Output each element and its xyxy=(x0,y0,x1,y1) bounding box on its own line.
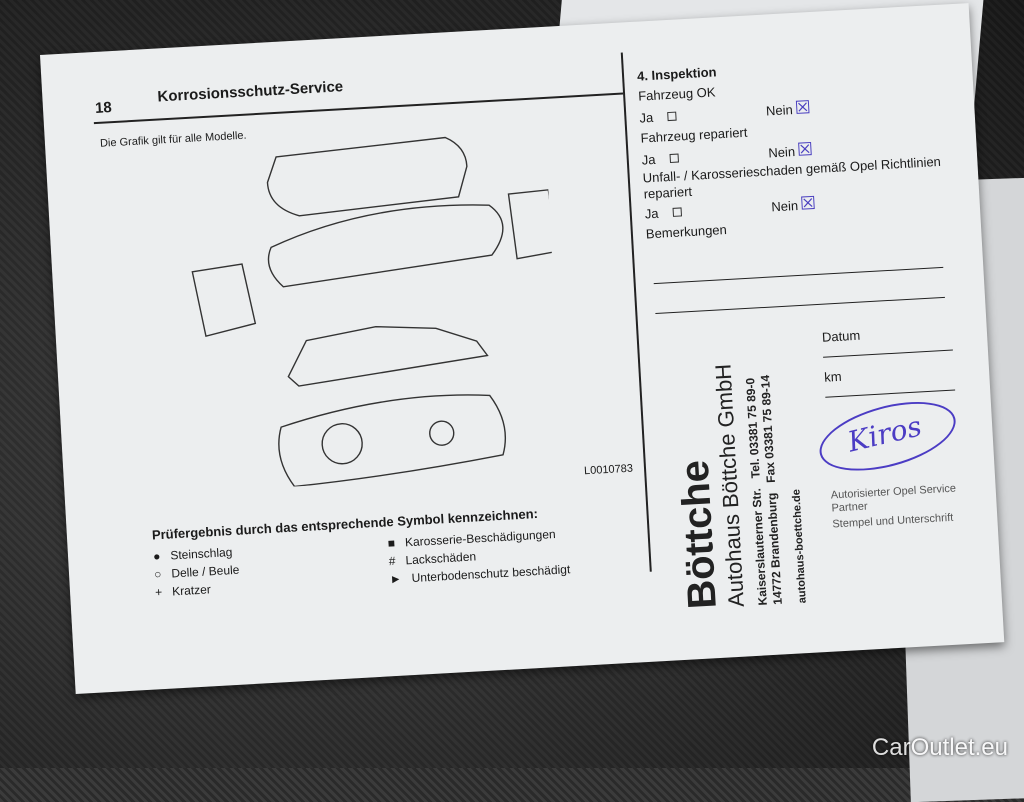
body-damage-symbol: ■ xyxy=(387,535,396,551)
legend-column-2: ■Karosserie-Beschädigungen #Lackschäden … xyxy=(387,526,570,586)
dent-symbol: ○ xyxy=(153,567,162,582)
no-label: Nein xyxy=(765,102,794,119)
partner-text: Autorisierter Opel Service Partner Stemp… xyxy=(830,482,967,531)
remarks-line xyxy=(655,296,945,315)
service-booklet-page: 18 Korrosionsschutz-Service Die Grafik g… xyxy=(40,3,1005,695)
date-line xyxy=(823,349,953,358)
legend-item: ○ Delle / Beule xyxy=(154,563,240,582)
car-side-view xyxy=(287,325,489,387)
car-front-view xyxy=(191,263,257,338)
wheel-well xyxy=(321,423,363,465)
legend-item: ● Steinschlag xyxy=(152,545,239,564)
yes-checkbox[interactable] xyxy=(669,153,679,164)
legend-label: Steinschlag xyxy=(170,545,233,563)
page-number: 18 xyxy=(94,99,113,117)
yes-checkbox[interactable] xyxy=(672,207,682,217)
no-label: Nein xyxy=(770,197,799,215)
legend-label: Lackschäden xyxy=(405,549,477,568)
stone-chip-symbol: ● xyxy=(152,549,161,564)
car-top-view-front xyxy=(266,136,468,217)
km-label: km xyxy=(823,368,842,385)
km-line xyxy=(825,389,956,398)
legend-label: Kratzer xyxy=(171,582,212,599)
partner-label: Autorisierter Opel Service Partner xyxy=(830,482,957,515)
yes-label: Ja xyxy=(639,109,654,126)
date-label: Datum xyxy=(821,327,861,345)
legend-label: Delle / Beule xyxy=(171,562,240,581)
yes-label: Ja xyxy=(644,205,659,222)
no-checkbox-checked[interactable]: ☒ xyxy=(799,192,817,214)
stamp-website: autohaus-boettche.de xyxy=(790,488,809,604)
scratch-symbol: + xyxy=(154,585,163,600)
legend-item: + Kratzer xyxy=(154,581,241,600)
yes-label: Ja xyxy=(641,151,656,168)
car-underbody-view xyxy=(278,394,506,488)
dealer-stamp: Böttche Autohaus Böttche GmbH Kaiserslau… xyxy=(668,360,809,610)
no-checkbox-checked[interactable]: ☒ xyxy=(794,97,812,118)
remarks-line xyxy=(653,266,944,285)
legend-column-1: ● Steinschlag ○ Delle / Beule + Kratzer xyxy=(152,545,241,600)
wheel-well xyxy=(429,420,455,446)
watermark: CarOutlet.eu xyxy=(871,734,1008,761)
page-title: Korrosionsschutz-Service xyxy=(157,78,344,106)
no-label: Nein xyxy=(767,144,796,161)
no-checkbox-checked[interactable]: ☒ xyxy=(796,139,814,160)
paint-damage-symbol: # xyxy=(388,553,396,569)
car-rear-view xyxy=(507,189,558,260)
car-side-view-top xyxy=(267,204,504,288)
underbody-damage-symbol: ► xyxy=(389,571,403,587)
figure-code: L0010783 xyxy=(583,462,634,478)
car-diagram xyxy=(191,136,558,488)
yes-checkbox[interactable] xyxy=(666,111,677,122)
